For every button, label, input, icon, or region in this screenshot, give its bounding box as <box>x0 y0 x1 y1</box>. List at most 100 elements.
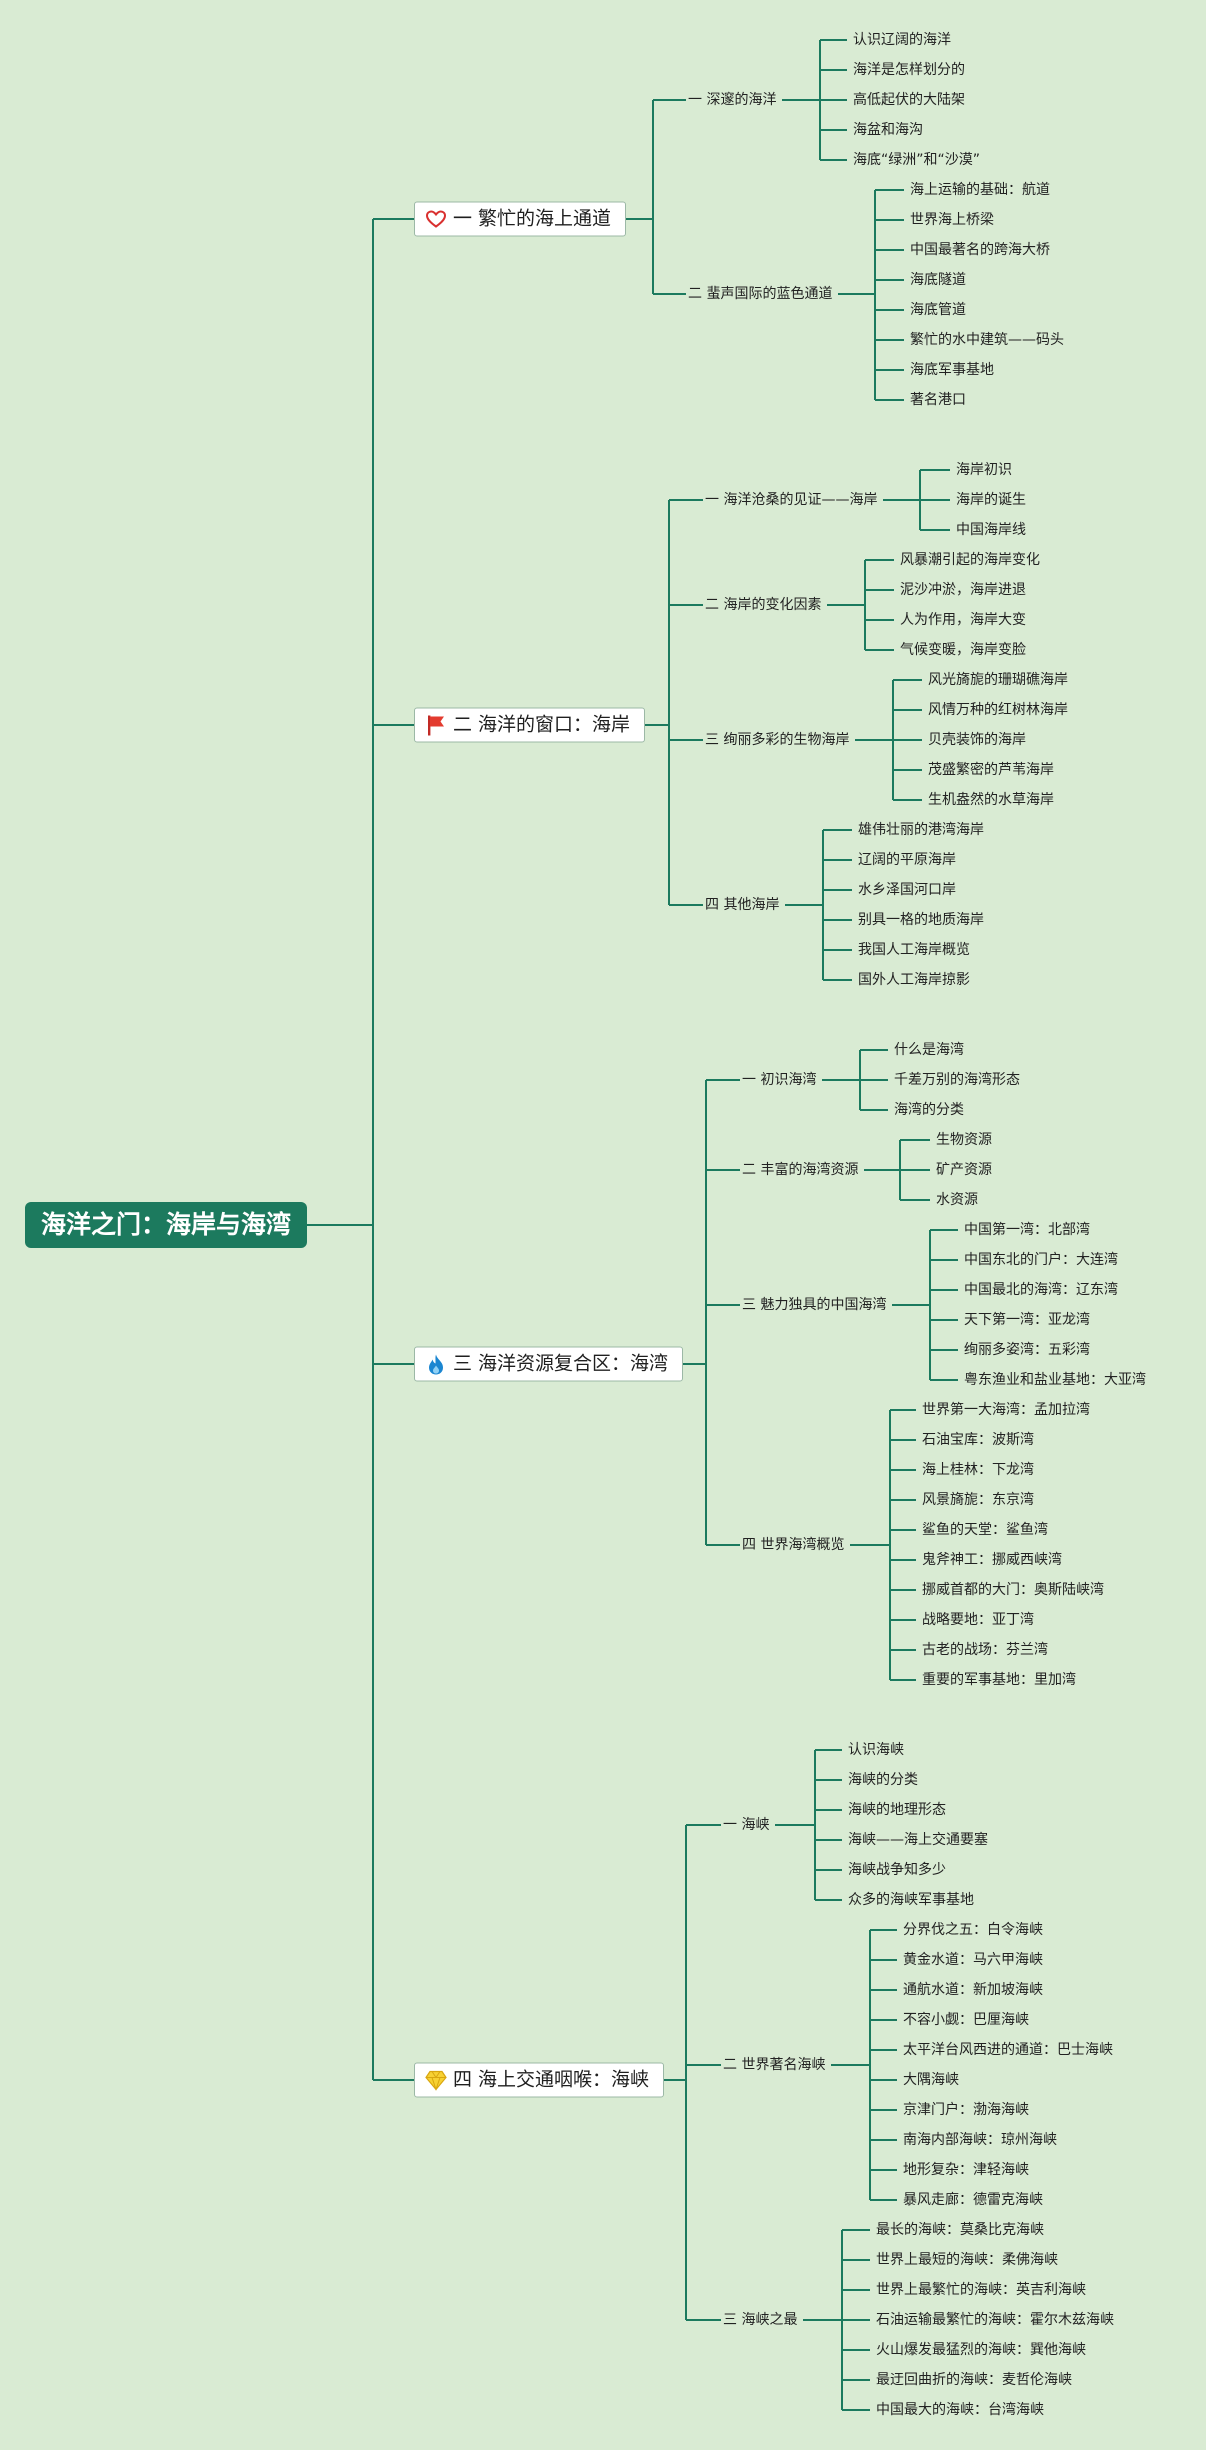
subtopic-3-3[interactable]: 三 魅力独具的中国海湾 <box>742 1297 887 1313</box>
leaf-topic[interactable]: 茂盛繁密的芦苇海岸 <box>928 762 1054 778</box>
subtopic-1-1[interactable]: 一 深邃的海洋 <box>688 92 777 108</box>
subtopic-3-2[interactable]: 二 丰富的海湾资源 <box>742 1162 859 1178</box>
leaf-topic[interactable]: 认识辽阔的海洋 <box>853 32 951 48</box>
leaf-topic[interactable]: 海峡的分类 <box>848 1772 918 1788</box>
leaf-topic[interactable]: 水乡泽国河口岸 <box>858 882 956 898</box>
leaf-topic[interactable]: 繁忙的水中建筑——码头 <box>910 332 1064 348</box>
leaf-topic[interactable]: 南海内部海峡：琼州海峡 <box>903 2132 1057 2148</box>
leaf-topic[interactable]: 人为作用，海岸大变 <box>900 612 1026 628</box>
subtopic-2-2[interactable]: 二 海岸的变化因素 <box>705 597 822 613</box>
leaf-topic[interactable]: 海盆和海沟 <box>853 122 923 138</box>
leaf-topic[interactable]: 挪威首都的大门：奥斯陆峡湾 <box>922 1582 1104 1598</box>
leaf-topic[interactable]: 生机盎然的水草海岸 <box>928 792 1054 808</box>
leaf-topic[interactable]: 海上运输的基础：航道 <box>910 182 1050 198</box>
subtopic-3-1[interactable]: 一 初识海湾 <box>742 1072 817 1088</box>
leaf-topic[interactable]: 海岸的诞生 <box>956 492 1026 508</box>
leaf-topic[interactable]: 中国最著名的跨海大桥 <box>910 242 1050 258</box>
leaf-topic[interactable]: 暴风走廊：德雷克海峡 <box>903 2192 1043 2208</box>
leaf-topic[interactable]: 海洋是怎样划分的 <box>853 62 965 78</box>
leaf-topic[interactable]: 泥沙冲淤，海岸进退 <box>900 582 1026 598</box>
subtopic-2-3[interactable]: 三 绚丽多彩的生物海岸 <box>705 732 850 748</box>
leaf-topic[interactable]: 千差万别的海湾形态 <box>894 1072 1020 1088</box>
topic-3[interactable]: 三 海洋资源复合区：海湾 <box>414 1346 684 1382</box>
leaf-topic[interactable]: 世界上最繁忙的海峡：英吉利海峡 <box>876 2282 1086 2298</box>
leaf-topic[interactable]: 贝壳装饰的海岸 <box>928 732 1026 748</box>
leaf-topic[interactable]: 中国东北的门户：大连湾 <box>964 1252 1118 1268</box>
leaf-topic[interactable]: 黄金水道：马六甲海峡 <box>903 1952 1043 1968</box>
leaf-topic[interactable]: 分界伐之五：白令海峡 <box>903 1922 1043 1938</box>
leaf-topic[interactable]: 通航水道：新加坡海峡 <box>903 1982 1043 1998</box>
leaf-topic[interactable]: 海底管道 <box>910 302 966 318</box>
leaf-topic[interactable]: 海湾的分类 <box>894 1102 964 1118</box>
leaf-topic[interactable]: 最长的海峡：莫桑比克海峡 <box>876 2222 1044 2238</box>
leaf-topic[interactable]: 风光旖旎的珊瑚礁海岸 <box>928 672 1068 688</box>
topic-label: 一 繁忙的海上通道 <box>453 207 612 230</box>
subtopic-3-4[interactable]: 四 世界海湾概览 <box>742 1537 845 1553</box>
topic-label: 三 海洋资源复合区：海湾 <box>453 1352 669 1375</box>
topic-label: 四 海上交通咽喉：海峡 <box>453 2068 650 2091</box>
leaf-topic[interactable]: 大隅海峡 <box>903 2072 959 2088</box>
leaf-topic[interactable]: 最迂回曲折的海峡：麦哲伦海峡 <box>876 2372 1072 2388</box>
leaf-topic[interactable]: 海底“绿洲”和“沙漠” <box>853 152 981 168</box>
leaf-topic[interactable]: 海上桂林：下龙湾 <box>922 1462 1034 1478</box>
leaf-topic[interactable]: 别具一格的地质海岸 <box>858 912 984 928</box>
topic-label: 二 海洋的窗口：海岸 <box>453 713 631 736</box>
leaf-topic[interactable]: 雄伟壮丽的港湾海岸 <box>858 822 984 838</box>
leaf-topic[interactable]: 古老的战场：芬兰湾 <box>922 1642 1048 1658</box>
leaf-topic[interactable]: 海岸初识 <box>956 462 1012 478</box>
leaf-topic[interactable]: 辽阔的平原海岸 <box>858 852 956 868</box>
leaf-topic[interactable]: 海底隧道 <box>910 272 966 288</box>
leaf-topic[interactable]: 著名港口 <box>910 392 966 408</box>
leaf-topic[interactable]: 太平洋台风西进的通道：巴士海峡 <box>903 2042 1113 2058</box>
subtopic-2-4[interactable]: 四 其他海岸 <box>705 897 780 913</box>
leaf-topic[interactable]: 战略要地：亚丁湾 <box>922 1612 1034 1628</box>
root-topic[interactable]: 海洋之门：海岸与海湾 <box>25 1202 308 1248</box>
leaf-topic[interactable]: 世界上最短的海峡：柔佛海峡 <box>876 2252 1058 2268</box>
leaf-topic[interactable]: 我国人工海岸概览 <box>858 942 970 958</box>
leaf-topic[interactable]: 海峡战争知多少 <box>848 1862 946 1878</box>
leaf-topic[interactable]: 中国海岸线 <box>956 522 1026 538</box>
leaf-topic[interactable]: 国外人工海岸掠影 <box>858 972 970 988</box>
leaf-topic[interactable]: 世界海上桥梁 <box>910 212 994 228</box>
leaf-topic[interactable]: 什么是海湾 <box>894 1042 964 1058</box>
leaf-topic[interactable]: 中国第一湾：北部湾 <box>964 1222 1090 1238</box>
leaf-topic[interactable]: 风情万种的红树林海岸 <box>928 702 1068 718</box>
subtopic-4-1[interactable]: 一 海峡 <box>723 1817 770 1833</box>
leaf-topic[interactable]: 高低起伏的大陆架 <box>853 92 965 108</box>
leaf-topic[interactable]: 众多的海峡军事基地 <box>848 1892 974 1908</box>
leaf-topic[interactable]: 矿产资源 <box>936 1162 992 1178</box>
leaf-topic[interactable]: 天下第一湾：亚龙湾 <box>964 1312 1090 1328</box>
leaf-topic[interactable]: 认识海峡 <box>848 1742 904 1758</box>
leaf-topic[interactable]: 火山爆发最猛烈的海峡：巽他海峡 <box>876 2342 1086 2358</box>
leaf-topic[interactable]: 中国最大的海峡：台湾海峡 <box>876 2402 1044 2418</box>
leaf-topic[interactable]: 重要的军事基地：里加湾 <box>922 1672 1076 1688</box>
leaf-topic[interactable]: 石油运输最繁忙的海峡：霍尔木兹海峡 <box>876 2312 1114 2328</box>
leaf-topic[interactable]: 京津门户：渤海海峡 <box>903 2102 1029 2118</box>
topic-2[interactable]: 二 海洋的窗口：海岸 <box>414 707 646 743</box>
subtopic-4-2[interactable]: 二 世界著名海峡 <box>723 2057 826 2073</box>
subtopic-4-3[interactable]: 三 海峡之最 <box>723 2312 798 2328</box>
subtopic-1-2[interactable]: 二 蜚声国际的蓝色通道 <box>688 286 833 302</box>
leaf-topic[interactable]: 粤东渔业和盐业基地：大亚湾 <box>964 1372 1146 1388</box>
leaf-topic[interactable]: 世界第一大海湾：孟加拉湾 <box>922 1402 1090 1418</box>
topic-4[interactable]: 四 海上交通咽喉：海峡 <box>414 2062 665 2098</box>
topic-1[interactable]: 一 繁忙的海上通道 <box>414 201 627 237</box>
leaf-topic[interactable]: 石油宝库：波斯湾 <box>922 1432 1034 1448</box>
leaf-topic[interactable]: 地形复杂：津轻海峡 <box>903 2162 1029 2178</box>
leaf-topic[interactable]: 风暴潮引起的海岸变化 <box>900 552 1040 568</box>
leaf-topic[interactable]: 气候变暖，海岸变脸 <box>900 642 1026 658</box>
leaf-topic[interactable]: 鬼斧神工：挪威西峡湾 <box>922 1552 1062 1568</box>
leaf-topic[interactable]: 生物资源 <box>936 1132 992 1148</box>
leaf-topic[interactable]: 鲨鱼的天堂：鲨鱼湾 <box>922 1522 1048 1538</box>
leaf-topic[interactable]: 海底军事基地 <box>910 362 994 378</box>
leaf-topic[interactable]: 海峡的地理形态 <box>848 1802 946 1818</box>
leaf-topic[interactable]: 水资源 <box>936 1192 978 1208</box>
leaf-topic[interactable]: 不容小觑：巴厘海峡 <box>903 2012 1029 2028</box>
leaf-topic[interactable]: 风景旖旎：东京湾 <box>922 1492 1034 1508</box>
leaf-topic[interactable]: 绚丽多姿湾：五彩湾 <box>964 1342 1090 1358</box>
leaf-topic[interactable]: 中国最北的海湾：辽东湾 <box>964 1282 1118 1298</box>
leaf-topic[interactable]: 海峡——海上交通要塞 <box>848 1832 988 1848</box>
subtopic-2-1[interactable]: 一 海洋沧桑的见证——海岸 <box>705 492 878 508</box>
